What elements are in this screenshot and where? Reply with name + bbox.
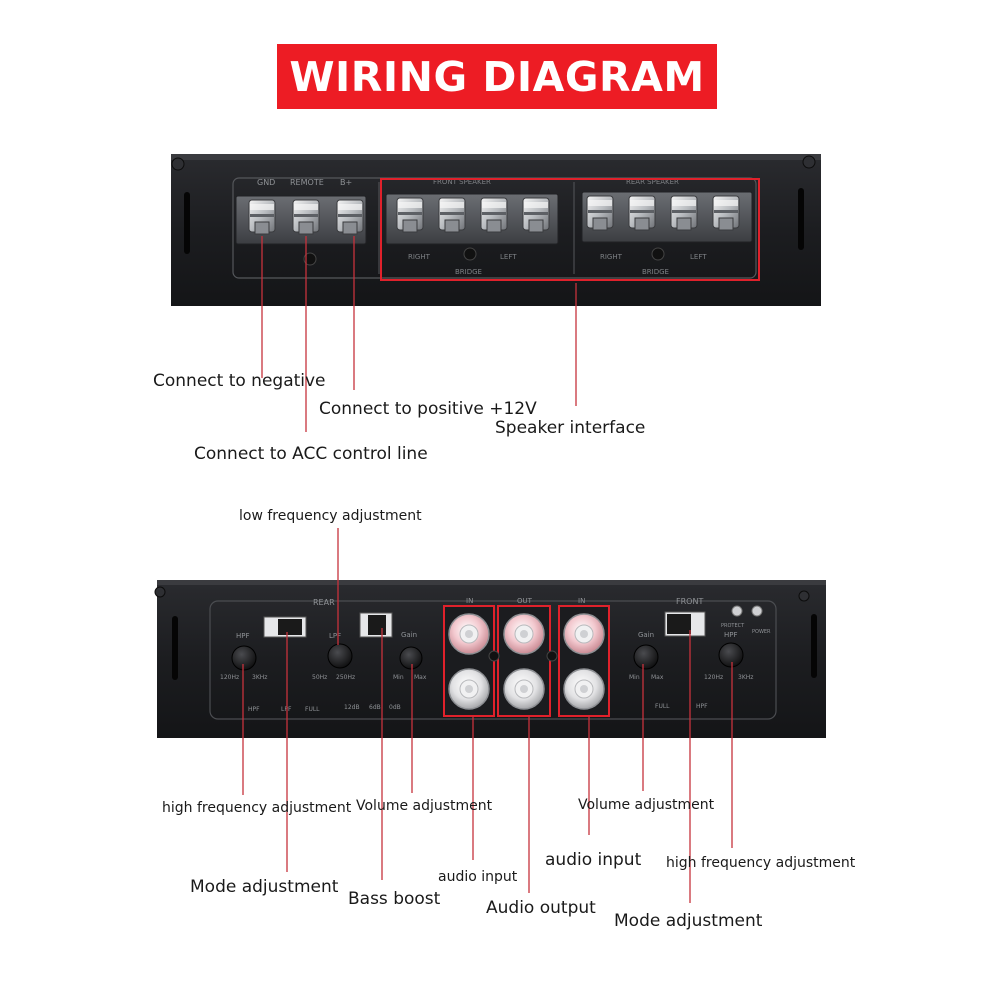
rca-out-marking: OUT	[517, 597, 533, 605]
callout-bass-boost: Bass boost	[348, 889, 441, 909]
screw-icon	[463, 247, 477, 261]
terminal-screw-icon[interactable]	[712, 195, 740, 231]
hpf-rear-marking: HPF	[236, 632, 250, 640]
rca-jack-icon[interactable]	[563, 668, 605, 710]
terminal-screw-icon[interactable]	[438, 197, 466, 233]
rca-jack-icon[interactable]	[503, 668, 545, 710]
power-terminal-block	[235, 195, 367, 245]
gain-rear-max: Max	[414, 674, 427, 681]
screw-icon	[303, 252, 317, 266]
callout-audio-input-left: audio input	[438, 869, 518, 885]
callout-audio-output: Audio output	[486, 898, 596, 918]
gain-front-min: Min	[629, 674, 640, 681]
protect-led-icon	[731, 605, 743, 617]
rca-jack-icon[interactable]	[448, 613, 490, 655]
mode-front-hpf: HPF	[696, 703, 708, 710]
callout-mode-right: Mode adjustment	[614, 911, 763, 931]
mode-front-full: FULL	[655, 703, 670, 710]
bplus-marking: B+	[340, 178, 352, 187]
terminal-screw-icon[interactable]	[670, 195, 698, 231]
mode-rear-full: FULL	[305, 706, 320, 713]
screw-icon	[651, 247, 665, 261]
hpf-rear-min: 120Hz	[220, 674, 239, 681]
rear-right-marking: RIGHT	[600, 253, 623, 261]
callout-volume-left: Volume adjustment	[356, 798, 493, 814]
bass-boost-switch[interactable]	[359, 612, 393, 638]
bass-boost-0db: 0dB	[389, 704, 401, 711]
callout-audio-input-right: audio input	[545, 850, 642, 870]
terminal-screw-icon[interactable]	[480, 197, 508, 233]
mode-switch-rear[interactable]	[263, 616, 307, 638]
mode-rear-hpf: HPF	[248, 706, 260, 713]
terminal-screw-icon[interactable]	[586, 195, 614, 231]
rca-jack-icon[interactable]	[503, 613, 545, 655]
terminal-screw-icon[interactable]	[396, 197, 424, 233]
title-banner: WIRING DIAGRAM	[277, 44, 717, 109]
terminal-screw-icon[interactable]	[336, 199, 364, 235]
front-marking: FRONT	[676, 597, 703, 606]
rear-bridge-marking: BRIDGE	[642, 268, 669, 276]
hpf-rear-knob[interactable]	[231, 645, 257, 671]
lpf-min: 50Hz	[312, 674, 327, 681]
gain-rear-knob[interactable]	[399, 646, 423, 670]
front-bridge-marking: BRIDGE	[455, 268, 482, 276]
title-text: WIRING DIAGRAM	[289, 52, 705, 101]
rca-jack-icon[interactable]	[563, 613, 605, 655]
rear-left-marking: LEFT	[690, 253, 707, 261]
hpf-front-knob[interactable]	[718, 642, 744, 668]
callout-lines	[242, 236, 733, 903]
terminal-screw-icon[interactable]	[522, 197, 550, 233]
speaker-terminal-front	[385, 193, 559, 245]
front-right-marking: RIGHT	[408, 253, 431, 261]
callout-low-freq: low frequency adjustment	[239, 508, 422, 524]
screw-icon	[488, 650, 500, 662]
gain-rear-min: Min	[393, 674, 404, 681]
speaker-terminal-rear	[581, 191, 753, 243]
bass-boost-6db: 6dB	[369, 704, 381, 711]
gnd-marking: GND	[257, 178, 275, 187]
gain-front-marking: Gain	[638, 631, 654, 639]
hpf-front-marking: HPF	[724, 631, 738, 639]
gain-front-max: Max	[651, 674, 664, 681]
power-marking: POWER	[752, 629, 771, 635]
callout-volume-right: Volume adjustment	[578, 797, 715, 813]
terminal-screw-icon[interactable]	[248, 199, 276, 235]
power-led-icon	[751, 605, 763, 617]
rear-marking: REAR	[313, 598, 335, 607]
terminal-screw-icon[interactable]	[292, 199, 320, 235]
speaker-highlight-box	[380, 178, 760, 281]
gain-rear-marking: Gain	[401, 631, 417, 639]
lpf-max: 250Hz	[336, 674, 355, 681]
callout-high-freq-right: high frequency adjustment	[666, 855, 856, 871]
gain-front-knob[interactable]	[633, 644, 659, 670]
rear-speaker-marking: REAR SPEAKER	[626, 178, 679, 186]
callout-speaker: Speaker interface	[495, 418, 646, 438]
screw-icon	[546, 650, 558, 662]
callout-mode-left: Mode adjustment	[190, 877, 339, 897]
hpf-front-min: 120Hz	[704, 674, 723, 681]
callout-acc: Connect to ACC control line	[194, 444, 428, 464]
remote-marking: REMOTE	[290, 178, 324, 187]
bass-boost-12db: 12dB	[344, 704, 360, 711]
hpf-rear-max: 3KHz	[252, 674, 267, 681]
callout-positive: Connect to positive +12V	[319, 399, 537, 419]
lpf-knob[interactable]	[327, 643, 353, 669]
callout-negative: Connect to negative	[153, 371, 326, 391]
front-speaker-marking: FRONT SPEAKER	[433, 178, 491, 186]
hpf-front-max: 3KHz	[738, 674, 753, 681]
rca-in-right-marking: IN	[578, 597, 585, 605]
rca-in-left-marking: IN	[466, 597, 473, 605]
terminal-screw-icon[interactable]	[628, 195, 656, 231]
callout-high-freq-left: high frequency adjustment	[162, 800, 352, 816]
rca-jack-icon[interactable]	[448, 668, 490, 710]
mode-switch-front[interactable]	[664, 611, 706, 637]
protect-marking: PROTECT	[721, 623, 745, 629]
lpf-marking: LPF	[329, 632, 341, 640]
front-left-marking: LEFT	[500, 253, 517, 261]
